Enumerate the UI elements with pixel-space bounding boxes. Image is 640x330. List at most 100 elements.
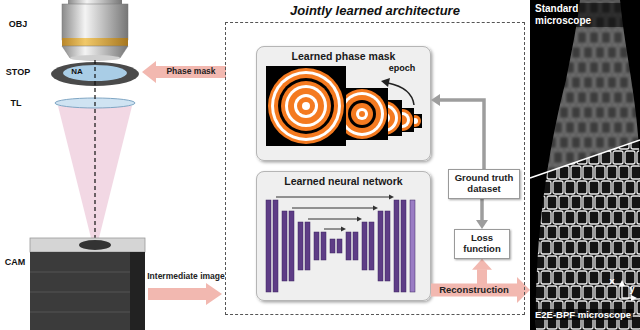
part-label: STOP — [6, 67, 30, 77]
phase-mask-image — [359, 111, 365, 117]
connector — [476, 199, 488, 229]
arrowhead — [431, 94, 440, 106]
camera — [79, 240, 111, 250]
sample-image — [530, 0, 640, 330]
axis-arrows — [619, 280, 625, 286]
sample-image — [530, 0, 640, 330]
unet-figure — [330, 239, 335, 253]
axis-label: y — [629, 284, 634, 294]
unet-figure — [362, 222, 367, 270]
camera — [30, 272, 130, 273]
phase-mask-image — [302, 102, 310, 110]
phase-mask-image — [268, 68, 344, 144]
connector-line — [480, 199, 484, 221]
objective-lens — [62, 38, 128, 46]
phase-mask-image — [294, 94, 318, 118]
edge-label: Reconstruction — [437, 284, 511, 296]
connector-line — [431, 284, 518, 297]
epoch-label: epoch — [389, 63, 416, 73]
connector-line — [440, 100, 485, 169]
axis-arrows — [621, 285, 622, 298]
phase-mask-image — [271, 71, 341, 141]
skip-connection — [308, 219, 359, 220]
skip-connection — [341, 227, 346, 232]
panel-fill — [256, 46, 431, 161]
objective-lens — [62, 0, 128, 61]
epoch-arrow — [381, 78, 414, 105]
camera — [30, 238, 145, 252]
objective-lens — [62, 4, 128, 40]
skip-connection — [324, 229, 343, 230]
connector — [431, 94, 484, 169]
network-panel: Learned neural network — [256, 171, 431, 301]
connector — [431, 277, 530, 303]
sample-image — [530, 0, 640, 330]
unet-figure — [273, 200, 278, 292]
process-box: Ground truth dataset — [448, 169, 520, 199]
architecture-frame: Jointly learned architectureLearned phas… — [225, 22, 525, 315]
process-box: Loss function — [454, 229, 510, 259]
unet-figure — [378, 211, 383, 281]
phase-mask-image — [266, 66, 346, 146]
unet-figure — [410, 200, 415, 292]
flow-arrow — [148, 283, 222, 305]
image-caption: Standard microscope — [533, 3, 638, 27]
arrowhead — [476, 220, 488, 229]
camera — [30, 312, 130, 313]
flow-arrow — [142, 61, 226, 83]
image-panel: Standard microscopeE2E-BPF microscope — [530, 0, 640, 330]
unet-figure — [369, 222, 374, 270]
phase-mask-image — [278, 78, 334, 134]
unet-figure — [298, 222, 303, 270]
axis-label: x — [609, 276, 614, 286]
phase-mask-image — [274, 74, 338, 138]
skip-connection — [357, 217, 362, 222]
phase-mask-image — [348, 100, 376, 128]
part-label: NA — [71, 67, 83, 76]
epoch-arrow — [381, 78, 390, 87]
epoch-arrow — [388, 83, 414, 105]
arrowhead — [472, 259, 492, 270]
image-caption: E2E-BPF microscope — [533, 309, 633, 320]
unet-figure — [282, 211, 287, 281]
unet-figure — [289, 211, 294, 281]
skip-connection — [292, 208, 375, 209]
arrowhead — [517, 277, 530, 303]
unet-figure — [346, 232, 351, 260]
unet-figure — [266, 200, 271, 292]
camera — [30, 238, 145, 330]
phase-mask-image — [351, 103, 373, 125]
phase-mask-image — [343, 95, 381, 133]
phase-mask-image — [288, 88, 324, 124]
box-label: Loss function — [458, 233, 506, 255]
phase-mask-image — [297, 97, 315, 115]
optical-axis — [94, 60, 95, 238]
phase-mask-image — [340, 92, 384, 136]
panel-title: Learned phase mask — [257, 47, 430, 62]
arrow-label: Phase mask — [166, 67, 215, 77]
box-label: Ground truth dataset — [452, 173, 516, 195]
phase-mask-image — [356, 108, 368, 120]
unet-figure — [314, 232, 319, 260]
sample-image — [530, 0, 640, 330]
skip-connection — [389, 195, 394, 200]
sample-image — [530, 0, 640, 330]
sample-image — [530, 140, 640, 178]
skip-connection — [276, 197, 391, 198]
unet-figure — [385, 211, 390, 281]
sample-image — [530, 0, 640, 330]
sample-image — [530, 0, 640, 330]
axis-arrows — [619, 280, 637, 301]
camera — [130, 252, 145, 330]
unet-figure — [401, 200, 406, 292]
unet-figure — [305, 222, 310, 270]
panel-title: Learned neural network — [257, 172, 430, 187]
part-label: OBJ — [9, 19, 28, 29]
arrow-label: Intermediate image — [147, 272, 224, 282]
sample-image — [530, 0, 640, 330]
unet-figure — [337, 239, 342, 253]
phase-mask-image — [285, 85, 327, 127]
unet-figure — [353, 232, 358, 260]
skip-connection — [373, 206, 378, 211]
